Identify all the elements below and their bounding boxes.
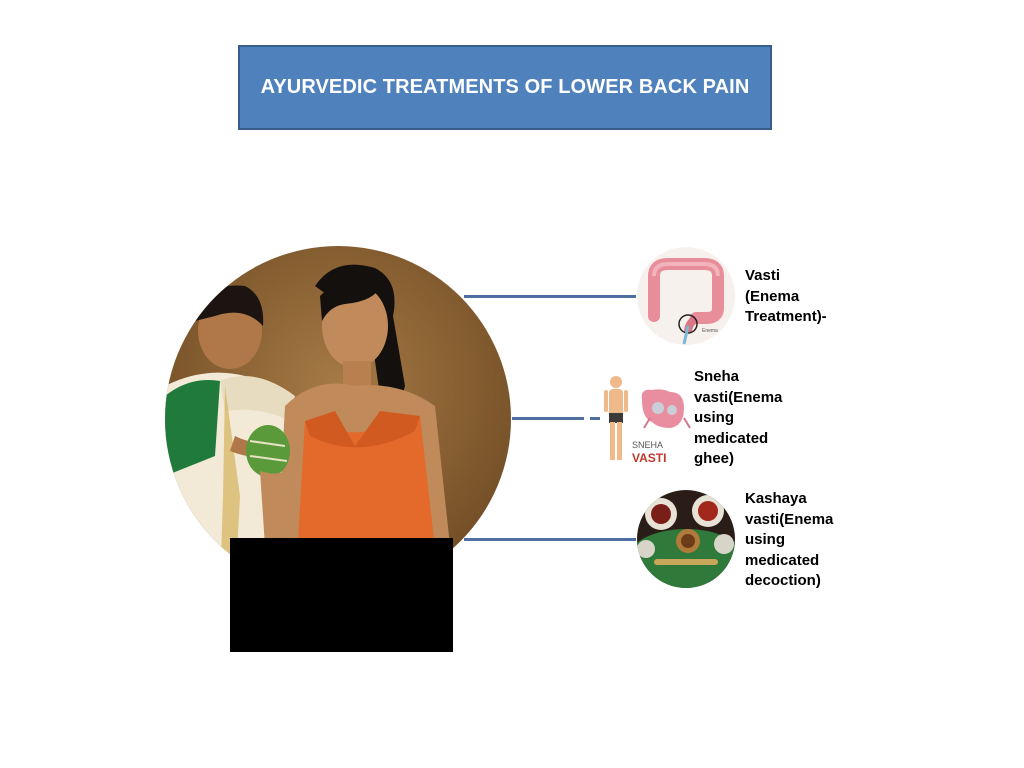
sneha-vasti-icon: SNEHA VASTI <box>600 370 692 470</box>
connector-line-sneha-vasti <box>512 417 584 420</box>
title-box: AYURVEDIC TREATMENTS OF LOWER BACK PAIN <box>238 45 772 130</box>
page-title: AYURVEDIC TREATMENTS OF LOWER BACK PAIN <box>260 76 750 98</box>
colon-anatomy-icon: Enema <box>637 247 735 345</box>
label-vasti: Vasti (Enema Treatment)- <box>745 267 827 325</box>
sneha-caption-top: SNEHA <box>632 440 663 450</box>
vasti-image-caption: Enema <box>702 328 718 334</box>
connector-line-kashaya-vasti <box>464 538 636 541</box>
connector-line-sneha-vasti-short <box>590 417 600 420</box>
label-sneha-vasti: Sneha vasti(Enema using medicated ghee) <box>694 368 783 467</box>
connector-line-vasti <box>464 295 636 298</box>
redaction-block <box>230 538 453 652</box>
sneha-caption-bottom: VASTI <box>632 451 666 465</box>
treatment-photo <box>165 246 511 592</box>
label-kashaya-vasti: Kashaya vasti(Enema using medicated deco… <box>745 490 834 589</box>
decoction-bowls-icon <box>637 490 735 588</box>
